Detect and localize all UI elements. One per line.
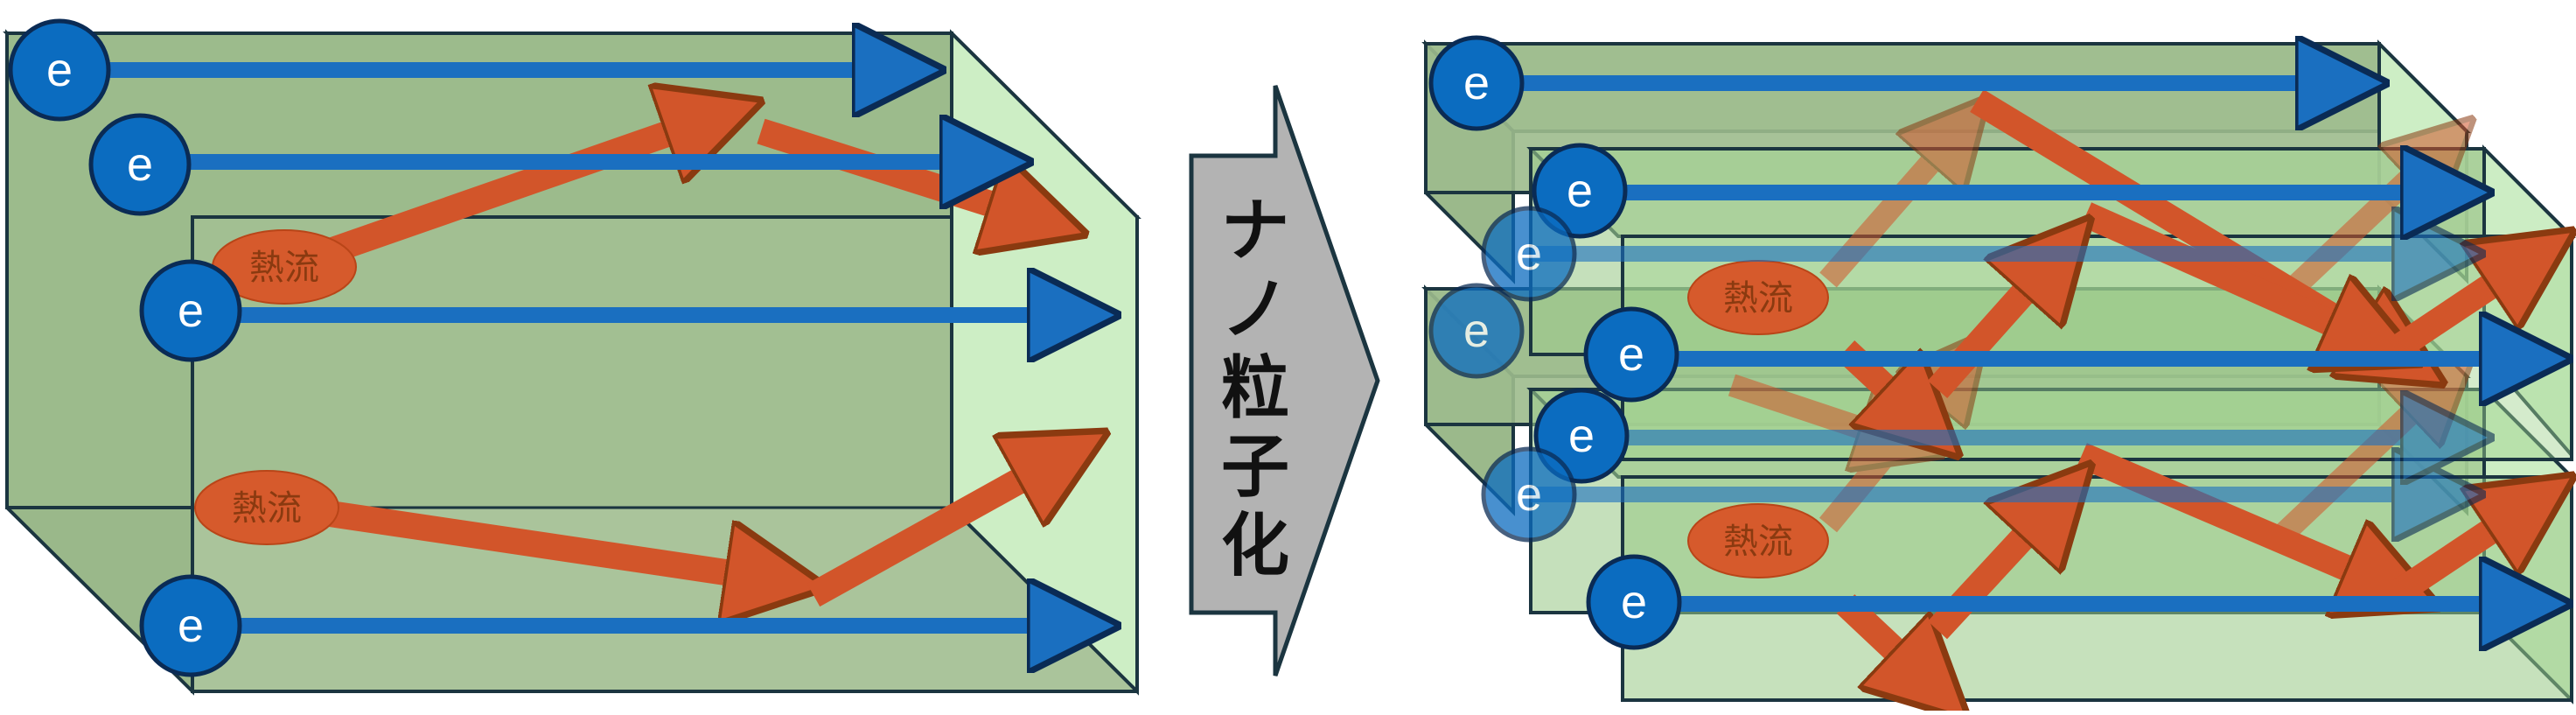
process-char-5: 化 (1221, 507, 1289, 585)
electron-label: e (46, 44, 73, 96)
heat-flow-label-4: 熱流 (1687, 503, 1829, 578)
electron-4: e (139, 574, 242, 677)
electron-label: e (1516, 228, 1542, 280)
process-char-3: 粒 (1221, 349, 1289, 428)
heat-flow-text: 熱流 (1723, 278, 1793, 319)
electron-11-faded: e (1481, 446, 1577, 543)
electron-12: e (1586, 554, 1682, 650)
nano-heat-flows (1836, 89, 2519, 674)
heat-arrow (286, 494, 761, 578)
electron-5: e (1428, 35, 1525, 131)
electron-2: e (88, 113, 192, 216)
heat-arrow (2393, 512, 2519, 602)
heat-arrow (1927, 267, 2047, 398)
heat-arrow (2080, 202, 2362, 337)
heat-arrow (806, 464, 1050, 607)
heat-arrow (293, 123, 700, 276)
electron-1: e (8, 18, 111, 122)
electron-9: e (1583, 306, 1679, 403)
heat-arrow (2393, 267, 2519, 357)
heat-flow-label-3: 熱流 (1687, 260, 1829, 335)
electron-label: e (1567, 165, 1593, 217)
electron-label: e (178, 599, 204, 652)
process-char-4: 子 (1221, 428, 1289, 507)
electron-label: e (127, 138, 153, 191)
nano-electron-flows (1478, 83, 2510, 604)
process-char-1: ナ (1221, 192, 1289, 270)
nano-electron-flows-back (1531, 254, 2432, 494)
electron-7-faded: e (1481, 206, 1577, 302)
electron-3: e (139, 259, 242, 362)
electron-label: e (1516, 468, 1542, 521)
process-char-2: ノ (1221, 270, 1289, 349)
heat-flow-label-1: 熱流 (212, 229, 357, 305)
heat-flow-text: 熱流 (1723, 522, 1793, 562)
electron-label: e (1463, 305, 1490, 357)
heat-flow-text: 熱流 (249, 248, 319, 288)
electron-label: e (1621, 576, 1647, 628)
electron-label: e (1568, 410, 1595, 462)
nano-stack: 熱流 熱流 e e e (1421, 35, 2572, 700)
electron-label: e (1463, 57, 1490, 109)
heat-flow-text: 熱流 (232, 488, 302, 529)
heat-arrow (1836, 594, 1920, 674)
electron-8-faded: e (1428, 283, 1525, 379)
heat-flow-label-2: 熱流 (194, 470, 339, 545)
bulk-electron-flows (61, 70, 1058, 626)
electron-label: e (178, 284, 204, 337)
electron-label: e (1618, 328, 1644, 381)
electron-6: e (1532, 143, 1628, 239)
heat-arrow (2077, 443, 2379, 582)
nanoparticle-process-arrow: ナ ノ 粒 子 化 (1189, 85, 1380, 676)
